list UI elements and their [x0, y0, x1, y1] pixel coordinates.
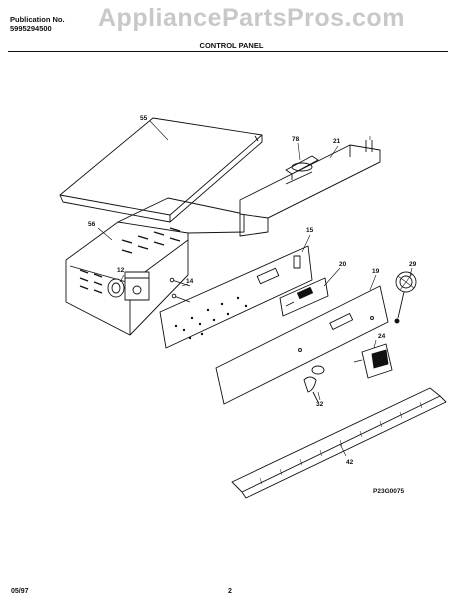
callout-14: 14 [186, 278, 194, 285]
page-number: 2 [228, 588, 232, 595]
callout-32: 32 [316, 401, 324, 408]
screws [169, 277, 191, 303]
leader-lines [97, 120, 413, 457]
electronic-control [279, 277, 329, 317]
callout-29: 29 [409, 261, 417, 268]
callout-labels: 55 56 78 21 15 14 12 20 19 29 24 32 42 [88, 115, 417, 466]
callout-56: 56 [88, 221, 96, 228]
callout-42: 42 [346, 459, 354, 466]
publication-number: 5995294500 [10, 24, 52, 33]
publication-label: Publication No. [10, 15, 65, 24]
callout-20: 20 [339, 261, 347, 268]
figure-code: P23G0075 [373, 488, 405, 495]
callout-15: 15 [306, 227, 314, 234]
header-rule [8, 51, 448, 52]
rocker-switch [353, 343, 393, 379]
footer-date: 05/97 [11, 588, 29, 595]
vent-handle [285, 155, 319, 185]
callout-12: 12 [117, 267, 125, 274]
callout-19: 19 [372, 268, 380, 275]
control-panel-face [215, 285, 389, 405]
trim-strip [231, 387, 447, 499]
callout-55: 55 [140, 115, 148, 122]
callout-24: 24 [378, 333, 386, 340]
control-backplate [159, 245, 313, 349]
indicator-light [303, 365, 325, 403]
section-title: CONTROL PANEL [199, 41, 264, 50]
watermark: AppliancePartsPros.com [98, 4, 405, 32]
callout-78: 78 [292, 136, 300, 143]
rear-bracket [239, 140, 381, 237]
knob [394, 271, 417, 324]
timer-motor [107, 271, 150, 301]
top-cover-panel [59, 117, 263, 223]
callout-21: 21 [333, 138, 341, 145]
